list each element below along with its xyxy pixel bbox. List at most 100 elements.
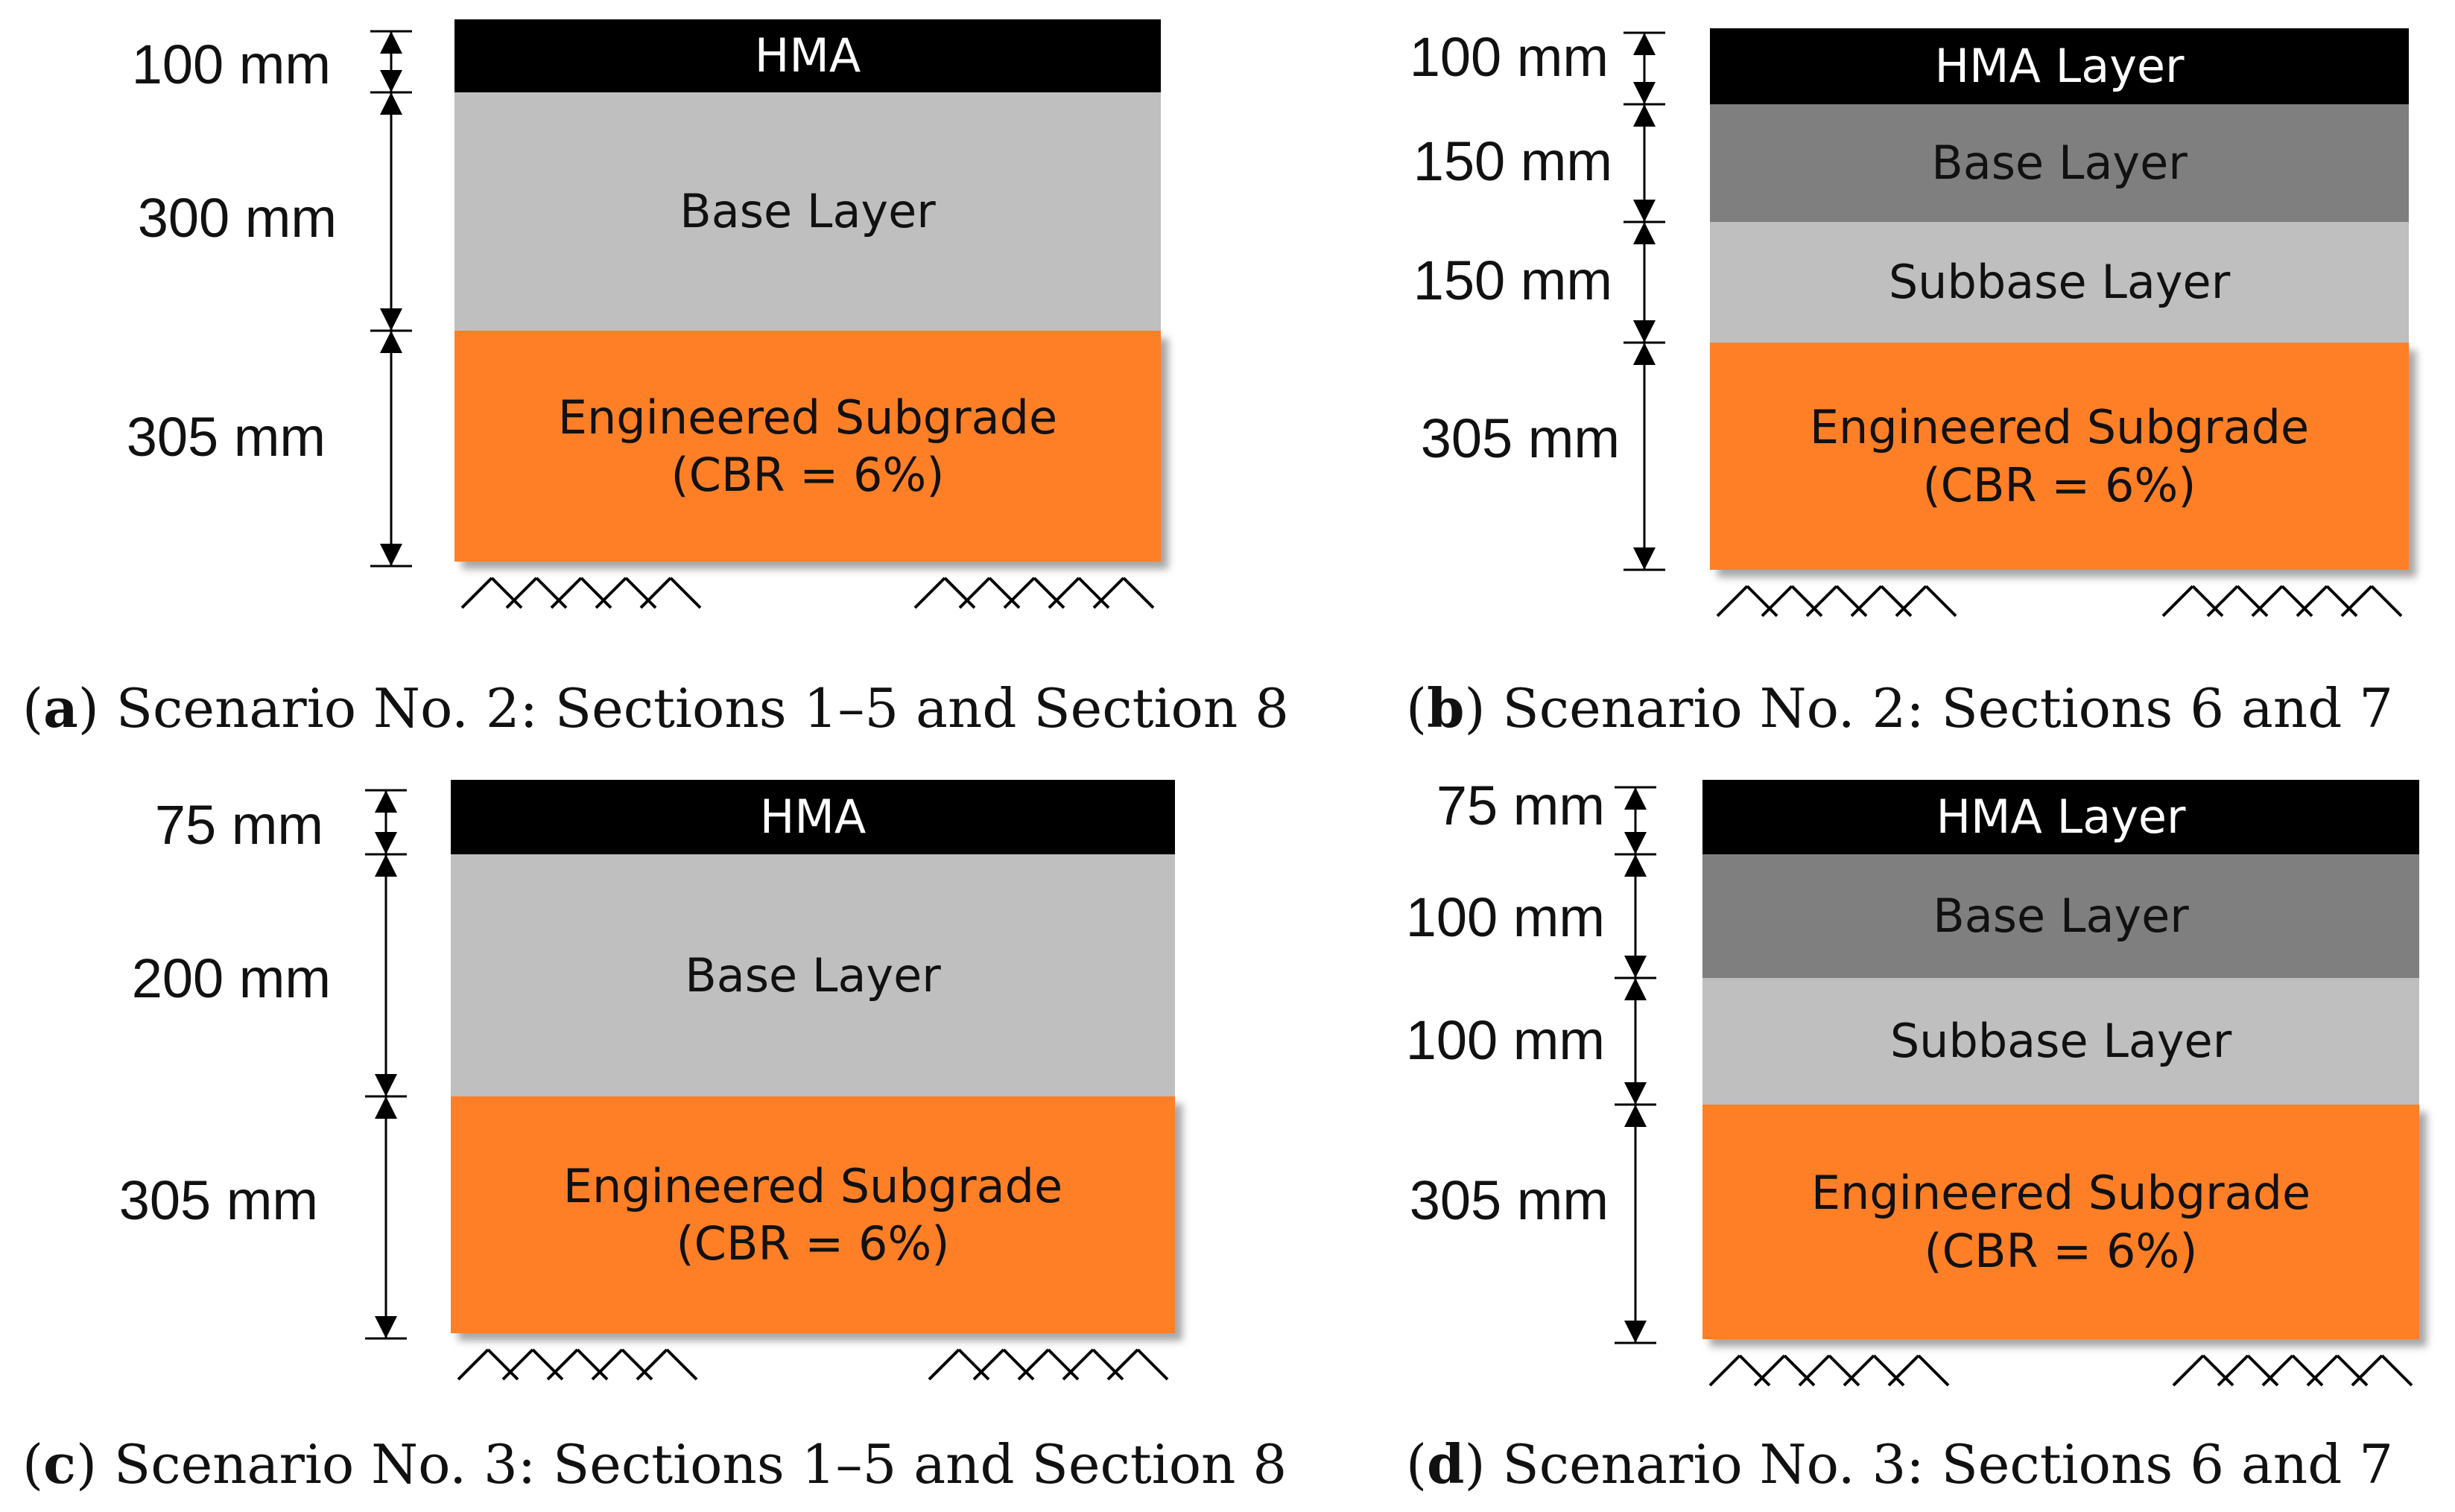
panel-b-caption: (b) Scenario No. 2: Sections 6 and 7 bbox=[1406, 676, 2394, 740]
panel-b-layer-1: HMA Layer bbox=[1710, 28, 2409, 104]
panel-d-arrow-up-3 bbox=[1624, 978, 1647, 1000]
panel-b-layer-3: Subbase Layer bbox=[1710, 222, 2409, 343]
panel-c-layer-3: Engineered Subgrade (CBR = 6%) bbox=[451, 1096, 1175, 1333]
panel-a-arrow-up-2 bbox=[380, 92, 402, 115]
panel-c-layer-2: Base Layer bbox=[451, 854, 1175, 1096]
panel-c-arrow-down-2 bbox=[375, 1074, 397, 1096]
panel-d-dim-2: 100 mm bbox=[1405, 886, 1605, 948]
panel-b-layer-3-label: Subbase Layer bbox=[1888, 255, 2231, 310]
panel-c-layer-3-label2: (CBR = 6%) bbox=[676, 1216, 950, 1271]
panel-d-layer-4: Engineered Subgrade (CBR = 6%) bbox=[1702, 1105, 2419, 1339]
panel-c-caption-text: ) Scenario No. 3: Sections 1–5 and Secti… bbox=[75, 1433, 1287, 1496]
panel-d-ground-hatch-right bbox=[2172, 1354, 2413, 1387]
panel-d-caption-text: ) Scenario No. 3: Sections 6 and 7 bbox=[1464, 1433, 2394, 1496]
panel-b-arrow-up-3 bbox=[1633, 222, 1656, 244]
panel-a-arrow-down-2 bbox=[380, 308, 402, 331]
panel-b-caption-letter: b bbox=[1427, 676, 1465, 740]
panel-d-arrow-down-2 bbox=[1624, 956, 1647, 978]
panel-b-arrow-down-1 bbox=[1633, 82, 1656, 104]
panel-d-layer-3-label: Subbase Layer bbox=[1889, 1014, 2232, 1069]
panel-d-dim-3: 100 mm bbox=[1405, 1009, 1605, 1071]
panel-d-layer-3: Subbase Layer bbox=[1702, 978, 2419, 1105]
panel-a: HMA Base Layer Engineered Subgrade (CBR … bbox=[0, 0, 1289, 756]
panel-d-layer-1-label: HMA Layer bbox=[1936, 790, 2186, 845]
panel-d-dim-4: 305 mm bbox=[1409, 1169, 1609, 1231]
panel-c-dim-1: 75 mm bbox=[154, 794, 323, 856]
panel-c-layer-1: HMA bbox=[451, 780, 1175, 854]
panel-c-caption-letter: c bbox=[43, 1432, 76, 1496]
panel-a-layer-2: Base Layer bbox=[454, 92, 1161, 331]
panel-c-dimension-lines bbox=[365, 789, 1169, 1381]
panel-c-arrow-up-1 bbox=[375, 790, 397, 813]
panel-b-arrow-down-2 bbox=[1633, 200, 1656, 222]
panel-b-layer-2-label: Base Layer bbox=[1931, 136, 2188, 191]
panel-c-dim-3: 305 mm bbox=[118, 1169, 318, 1231]
panel-c-layer-3-label: Engineered Subgrade bbox=[563, 1158, 1063, 1213]
panel-c-arrow-down-3 bbox=[375, 1316, 397, 1338]
panel-d-arrow-up-4 bbox=[1624, 1105, 1647, 1127]
panel-d: HMA Layer Base Layer Subbase Layer Engin… bbox=[1227, 756, 2454, 1512]
panel-b-layer-2: Base Layer bbox=[1710, 104, 2409, 222]
panel-d-arrow-down-1 bbox=[1624, 832, 1647, 854]
panel-a-dim-1: 100 mm bbox=[131, 34, 331, 95]
panel-b-dim-1: 100 mm bbox=[1409, 26, 1609, 88]
panel-a-caption-text: ) Scenario No. 2: Sections 1–5 and Secti… bbox=[77, 677, 1289, 740]
panel-d-arrow-up-1 bbox=[1624, 787, 1647, 810]
panel-b-arrow-up-1 bbox=[1633, 33, 1656, 55]
panel-b-dimension-lines bbox=[1624, 31, 2403, 617]
panel-c-layer-2-label: Base Layer bbox=[685, 947, 941, 1003]
panel-d-dim-1: 75 mm bbox=[1436, 775, 1605, 836]
panel-a-dimension-lines bbox=[370, 30, 1155, 609]
panel-d-arrow-down-4 bbox=[1624, 1321, 1647, 1343]
panel-a-layer-2-label: Base Layer bbox=[680, 184, 936, 239]
panel-d-layer-1: HMA Layer bbox=[1702, 780, 2419, 854]
panel-c-layer-1-label: HMA bbox=[759, 790, 867, 845]
panel-a-caption: (a) Scenario No. 2: Sections 1–5 and Sec… bbox=[22, 676, 1289, 740]
panel-d-layer-4-label2: (CBR = 6%) bbox=[1924, 1223, 2198, 1278]
panel-d-layer-2-label: Base Layer bbox=[1933, 889, 2189, 944]
panel-b-arrow-up-4 bbox=[1633, 343, 1656, 365]
panel-a-arrow-up-3 bbox=[380, 331, 402, 353]
panel-c: HMA Base Layer Engineered Subgrade (CBR … bbox=[0, 756, 1287, 1512]
panel-a-layer-3-label: Engineered Subgrade bbox=[557, 390, 1058, 445]
panel-a-layer-3: Engineered Subgrade (CBR = 6%) bbox=[454, 331, 1161, 562]
panel-d-ground-hatch-left bbox=[1708, 1354, 1950, 1387]
panel-a-layer-3-label2: (CBR = 6%) bbox=[671, 448, 945, 502]
panel-b-arrow-down-3 bbox=[1633, 320, 1656, 343]
panel-b-arrow-down-4 bbox=[1633, 547, 1656, 570]
panel-d-caption: (d) Scenario No. 3: Sections 6 and 7 bbox=[1406, 1432, 2394, 1496]
panel-a-layer-1: HMA bbox=[454, 19, 1161, 92]
panel-c-ground-hatch-right bbox=[928, 1348, 1169, 1381]
panel-b-arrow-up-2 bbox=[1633, 104, 1656, 127]
panel-a-ground-hatch-left bbox=[460, 576, 702, 609]
panel-c-arrow-up-2 bbox=[375, 854, 397, 877]
panel-c-dim-2: 200 mm bbox=[131, 947, 331, 1009]
panel-a-dim-2: 300 mm bbox=[137, 187, 337, 249]
panel-d-arrow-up-2 bbox=[1624, 854, 1647, 877]
panel-b-layer-4: Engineered Subgrade (CBR = 6%) bbox=[1710, 343, 2409, 570]
panel-d-layer-2: Base Layer bbox=[1702, 854, 2419, 978]
panel-b-layer-4-label: Engineered Subgrade bbox=[1809, 400, 2310, 454]
panel-a-dim-3: 305 mm bbox=[126, 406, 326, 468]
panel-b-dim-4: 305 mm bbox=[1420, 407, 1620, 469]
panel-a-arrow-down-1 bbox=[380, 70, 402, 92]
panel-a-ground-hatch-right bbox=[913, 576, 1155, 609]
panel-d-arrow-down-3 bbox=[1624, 1082, 1647, 1105]
panel-a-layer-1-label: HMA bbox=[754, 28, 861, 83]
panel-a-caption-letter: a bbox=[43, 676, 78, 740]
panel-b-layer-4-label2: (CBR = 6%) bbox=[1922, 457, 2196, 512]
panel-b-dim-2: 150 mm bbox=[1413, 130, 1612, 192]
panel-b-ground-hatch-right bbox=[2161, 585, 2403, 617]
panel-b-layer-1-label: HMA Layer bbox=[1934, 39, 2185, 94]
panel-c-arrow-down-1 bbox=[375, 832, 397, 854]
panel-a-arrow-down-3 bbox=[380, 544, 402, 566]
panel-b-dim-3: 150 mm bbox=[1413, 250, 1612, 311]
panel-a-arrow-up-1 bbox=[380, 31, 402, 54]
panel-b-ground-hatch-left bbox=[1716, 585, 1957, 617]
panel-d-dimension-lines bbox=[1615, 786, 2413, 1387]
panel-c-arrow-up-3 bbox=[375, 1096, 397, 1119]
panel-d-layer-4-label: Engineered Subgrade bbox=[1811, 1166, 2311, 1220]
panel-b-caption-text: ) Scenario No. 2: Sections 6 and 7 bbox=[1464, 677, 2394, 740]
panel-d-caption-letter: d bbox=[1427, 1432, 1465, 1496]
panel-c-caption: (c) Scenario No. 3: Sections 1–5 and Sec… bbox=[22, 1432, 1287, 1496]
